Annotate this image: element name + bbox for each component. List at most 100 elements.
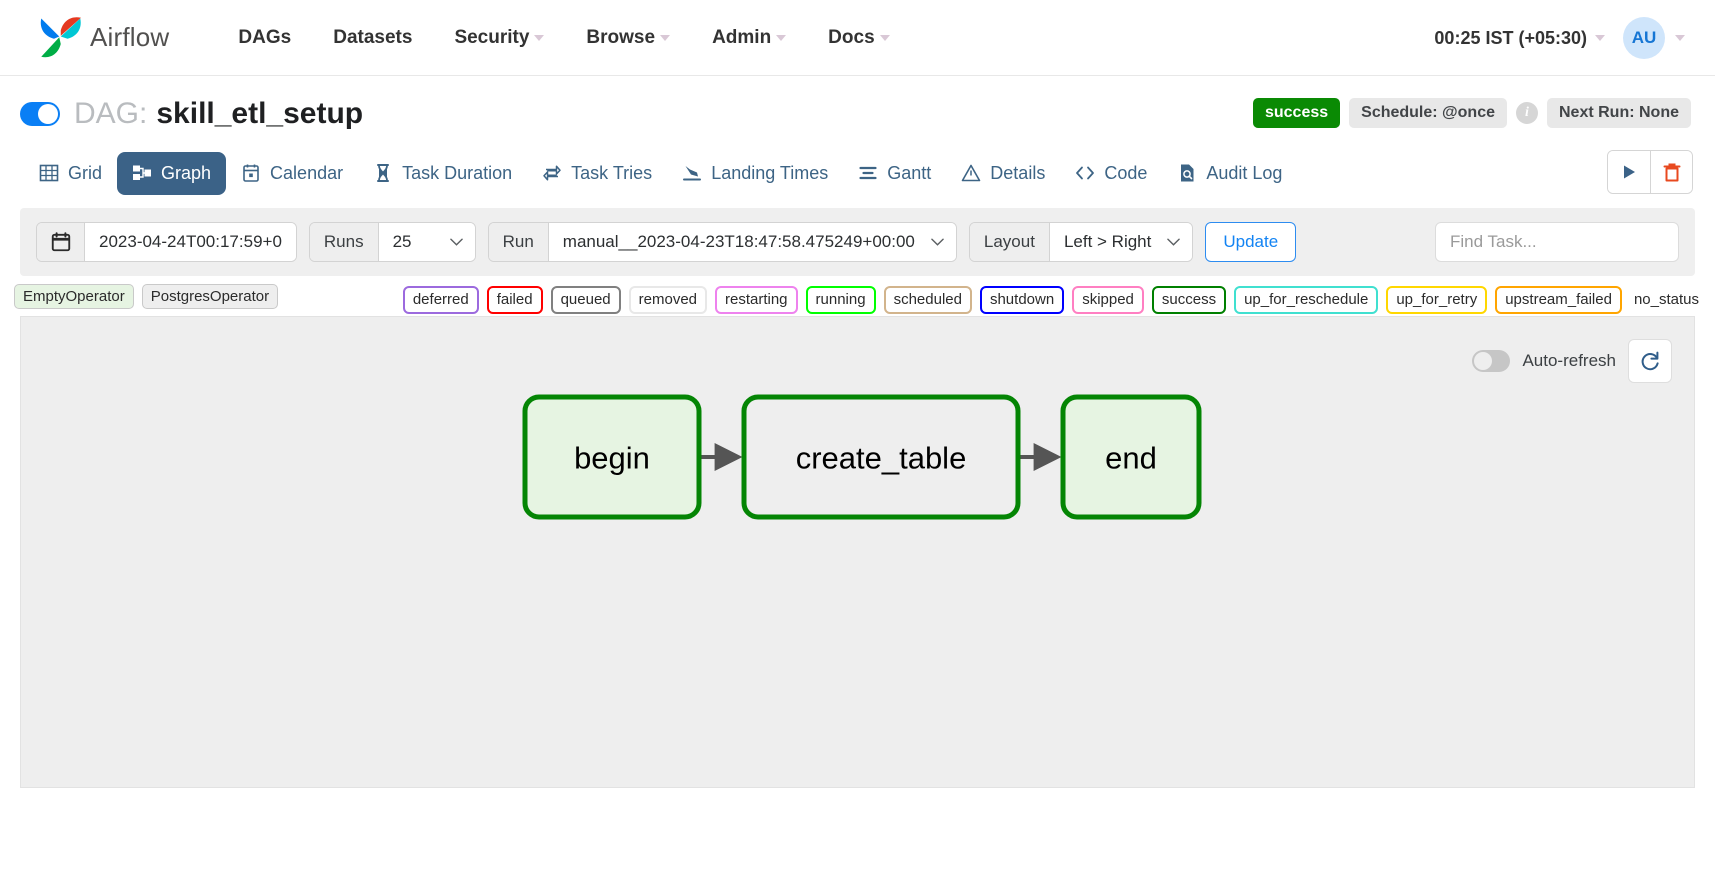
graph-node-rect <box>522 394 702 520</box>
legend-bar: EmptyOperator PostgresOperator deferred … <box>0 276 1715 316</box>
tab-label: Grid <box>68 162 103 183</box>
delete-dag-button[interactable] <box>1650 151 1692 193</box>
airflow-logo-icon <box>40 16 81 57</box>
graph-node-label: create_table <box>796 441 967 476</box>
timezone-selector[interactable]: 00:25 IST (+05:30) <box>1434 28 1605 49</box>
status-badge: success <box>1252 98 1341 128</box>
brand-name: Airflow <box>90 22 170 52</box>
graph-node-rect <box>741 394 1021 520</box>
tab-label: Landing Times <box>711 162 829 183</box>
chevron-down-icon <box>776 34 787 41</box>
chevron-down-icon <box>660 34 671 41</box>
tab-landing-times[interactable]: Landing Times <box>667 152 843 195</box>
nav-links: DAGs Datasets Security Browse Admin Docs <box>217 17 910 59</box>
status-chip-restarting[interactable]: restarting <box>715 286 798 314</box>
status-chip-upstream-failed[interactable]: upstream_failed <box>1495 286 1622 314</box>
date-input[interactable]: 2023-04-24T00:17:59+0 <box>85 223 296 261</box>
update-button[interactable]: Update <box>1205 222 1297 262</box>
refresh-button[interactable] <box>1628 339 1672 383</box>
status-chip-shutdown[interactable]: shutdown <box>979 286 1065 314</box>
page-title: skill_etl_setup <box>156 97 364 130</box>
status-chip-success[interactable]: success <box>1151 286 1227 314</box>
status-chip-skipped[interactable]: skipped <box>1072 286 1144 314</box>
graph-node-end[interactable]: end <box>1060 394 1202 520</box>
status-chip-deferred[interactable]: deferred <box>402 286 479 314</box>
airflow-brand[interactable]: Airflow <box>36 14 169 62</box>
info-icon[interactable]: i <box>1516 102 1538 124</box>
status-chip-scheduled[interactable]: scheduled <box>883 286 972 314</box>
status-chip-removed[interactable]: removed <box>628 286 707 314</box>
hourglass-icon <box>377 164 390 182</box>
layout-filter-group: Layout Left > Right <box>968 222 1194 262</box>
tab-label: Details <box>990 162 1046 183</box>
runs-select[interactable]: 25 <box>378 223 475 261</box>
avatar: AU <box>1623 17 1665 59</box>
graph-node-begin[interactable]: begin <box>522 394 702 520</box>
layout-select[interactable]: Left > Right <box>1049 223 1193 261</box>
date-picker-button[interactable] <box>37 223 85 261</box>
runs-label: Runs <box>309 223 379 261</box>
layout-value: Left > Right <box>1063 232 1152 251</box>
chevron-down-icon <box>1167 238 1181 246</box>
auto-refresh-toggle[interactable] <box>1472 350 1511 372</box>
triangle-alert-icon <box>961 164 981 182</box>
graph-canvas[interactable]: Auto-refresh begin create_table <box>20 316 1695 788</box>
chevron-down-icon <box>1675 35 1685 41</box>
top-navbar: Airflow DAGs Datasets Security Browse Ad… <box>0 0 1715 76</box>
chevron-down-icon <box>931 238 944 246</box>
tab-audit-log[interactable]: Audit Log <box>1162 152 1297 195</box>
nav-link-dags[interactable]: DAGs <box>217 17 312 59</box>
clock-label: 00:25 IST (+05:30) <box>1434 27 1587 48</box>
trigger-dag-button[interactable] <box>1608 151 1650 193</box>
nav-link-label: Docs <box>828 26 875 48</box>
runs-filter-group: Runs 25 <box>308 222 476 262</box>
tab-label: Task Duration <box>402 162 513 183</box>
status-legend: deferred failed queued removed restartin… <box>402 286 1703 314</box>
status-chip-up-for-retry[interactable]: up_for_retry <box>1386 286 1488 314</box>
graph-node-rect <box>1060 394 1202 520</box>
tab-task-duration[interactable]: Task Duration <box>358 152 527 195</box>
nav-link-datasets[interactable]: Datasets <box>312 17 433 59</box>
status-chip-running[interactable]: running <box>805 286 876 314</box>
run-select[interactable]: manual__2023-04-23T18:47:58.475249+00:00 <box>548 223 956 261</box>
nav-link-admin[interactable]: Admin <box>691 17 807 59</box>
tab-code[interactable]: Code <box>1060 152 1162 195</box>
dag-pause-toggle[interactable] <box>20 102 60 126</box>
graph-node-label: begin <box>574 441 650 476</box>
tab-graph[interactable]: Graph <box>117 151 227 195</box>
operator-tag-postgresoperator[interactable]: PostgresOperator <box>141 283 279 309</box>
status-chip-no-status[interactable]: no_status <box>1633 291 1699 308</box>
chevron-down-icon <box>879 34 890 41</box>
tab-task-tries[interactable]: Task Tries <box>527 152 667 195</box>
nav-link-security[interactable]: Security <box>433 17 565 59</box>
status-chip-up-for-reschedule[interactable]: up_for_reschedule <box>1234 286 1379 314</box>
navbar-right: 00:25 IST (+05:30) AU <box>1434 0 1685 76</box>
nav-link-label: Browse <box>586 26 656 48</box>
user-menu[interactable]: AU <box>1623 17 1685 59</box>
status-chip-failed[interactable]: failed <box>486 286 543 314</box>
tab-grid[interactable]: Grid <box>24 152 117 195</box>
audit-log-icon <box>1181 164 1194 182</box>
graph-node-create_table[interactable]: create_table <box>741 394 1021 520</box>
tab-label: Task Tries <box>571 162 653 183</box>
find-task-input[interactable]: Find Task... <box>1435 222 1679 262</box>
find-task-placeholder: Find Task... <box>1450 232 1537 251</box>
operator-tag-emptyoperator[interactable]: EmptyOperator <box>14 283 134 309</box>
dag-graph: begin create_table end <box>522 394 1202 520</box>
nav-link-browse[interactable]: Browse <box>565 17 691 59</box>
tab-calendar[interactable]: Calendar <box>226 152 358 195</box>
date-filter-group: 2023-04-24T00:17:59+0 <box>36 222 297 262</box>
status-chip-queued[interactable]: queued <box>550 286 621 314</box>
nav-link-label: Admin <box>712 26 772 48</box>
trash-icon <box>1663 163 1680 181</box>
nav-link-label: Security <box>454 26 530 48</box>
nav-link-label: DAGs <box>238 26 292 48</box>
tab-details[interactable]: Details <box>946 152 1060 195</box>
nav-link-label: Datasets <box>333 26 413 48</box>
play-icon <box>1624 165 1635 179</box>
tab-gantt[interactable]: Gantt <box>843 152 946 195</box>
filter-toolbar: 2023-04-24T00:17:59+0 Runs 25 Run manual… <box>20 208 1695 276</box>
nav-link-docs[interactable]: Docs <box>807 17 910 59</box>
tab-label: Gantt <box>887 162 932 183</box>
grid-icon <box>39 164 59 182</box>
